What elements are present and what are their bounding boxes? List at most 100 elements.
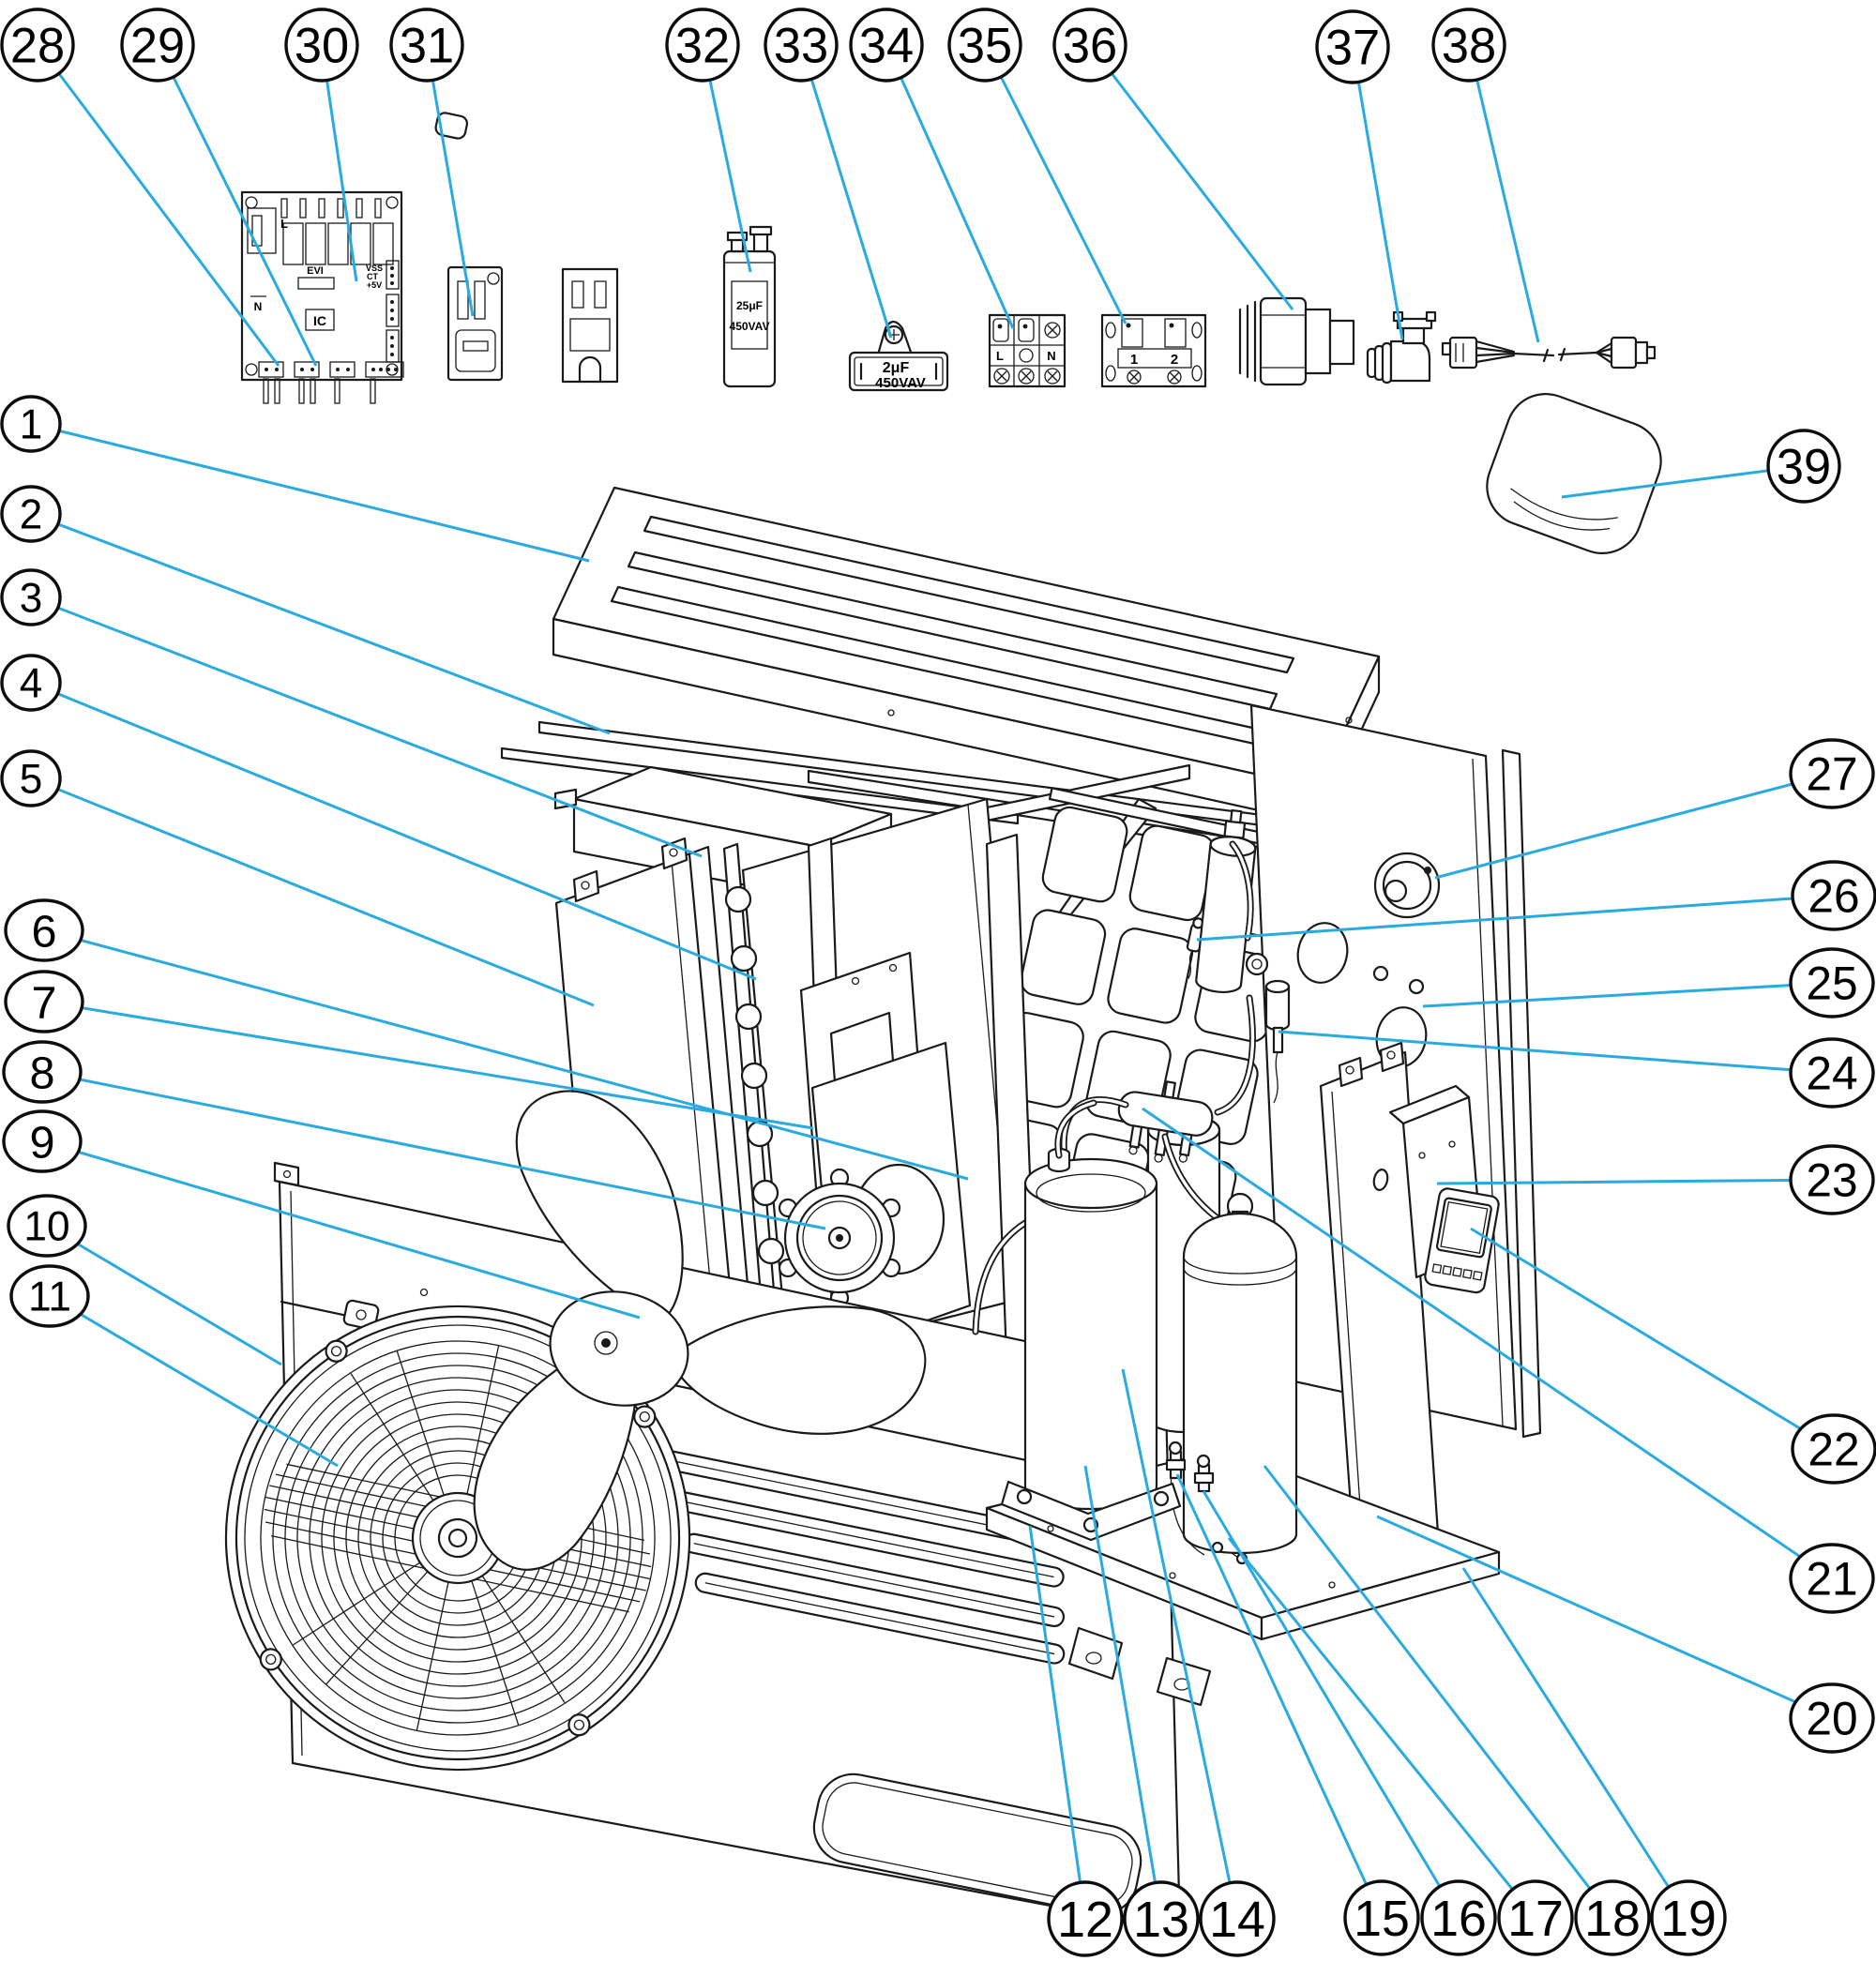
callout-number-29: 29 <box>130 20 185 74</box>
callout-number-16: 16 <box>1430 1891 1487 1947</box>
pcb-label-evi: EVI <box>307 265 324 277</box>
callout-number-3: 3 <box>20 576 43 622</box>
callout-circle-8 <box>2 1040 83 1104</box>
callout-number-32: 32 <box>675 20 730 74</box>
callout-circle-2 <box>0 485 62 543</box>
callout-16: 16 <box>1420 1879 1497 1956</box>
leader-line-27 <box>1434 772 1833 880</box>
callout-number-10: 10 <box>23 1204 69 1250</box>
callout-circle-16 <box>1420 1879 1497 1956</box>
winter-cover <box>1486 393 1662 554</box>
leader-line-15 <box>1175 1473 1384 1919</box>
callout-number-4: 4 <box>20 661 43 707</box>
callout-number-27: 27 <box>1806 748 1857 801</box>
callout-14: 14 <box>1199 1880 1276 1957</box>
callout-number-7: 7 <box>31 977 56 1028</box>
leader-line-32 <box>701 44 752 273</box>
tb34-label-n: N <box>1047 349 1055 363</box>
callout-number-22: 22 <box>1808 1424 1859 1476</box>
callout-25: 25 <box>1789 947 1875 1018</box>
cap32-voltage: 450VAV <box>730 320 770 333</box>
leader-line-17 <box>1227 1537 1537 1919</box>
pcb-label-5v: +5V <box>367 280 382 290</box>
callout-12: 12 <box>1047 1880 1124 1957</box>
leader-line-16 <box>1202 1490 1460 1919</box>
callout-circle-29 <box>120 8 195 83</box>
callout-circle-13 <box>1123 1880 1200 1957</box>
callout-circle-1 <box>0 395 62 453</box>
callout-32: 32 <box>665 8 740 83</box>
handle-recess <box>812 1772 1142 1916</box>
callout-number-30: 30 <box>295 20 349 74</box>
callout-number-34: 34 <box>859 20 914 74</box>
callout-circle-4 <box>0 654 62 712</box>
leader-line-10 <box>46 1224 282 1366</box>
callout-number-5: 5 <box>20 757 43 803</box>
callout-circle-32 <box>665 8 740 83</box>
callout-17: 17 <box>1497 1879 1574 1956</box>
receiver-tank <box>1182 1192 1298 1555</box>
callout-number-17: 17 <box>1507 1891 1564 1947</box>
leader-line-25 <box>1422 981 1833 1008</box>
cap33-voltage: 450VAV <box>875 375 926 391</box>
callout-circle-17 <box>1497 1879 1574 1956</box>
callout-circle-3 <box>0 568 62 626</box>
callout-36: 36 <box>1052 8 1127 83</box>
callout-circle-18 <box>1574 1879 1651 1956</box>
relay-module <box>446 265 504 382</box>
callout-number-24: 24 <box>1806 1048 1857 1100</box>
callout-number-9: 9 <box>29 1117 54 1168</box>
callout-22: 22 <box>1791 1413 1876 1485</box>
cap33-value: 2μF <box>883 360 910 376</box>
callout-circle-7 <box>4 970 84 1033</box>
tb35-label-1: 1 <box>1130 352 1138 368</box>
leader-line-37 <box>1351 46 1404 340</box>
callout-circle-30 <box>284 8 359 83</box>
pcb-label-ct: CT <box>367 272 378 281</box>
callout-3: 3 <box>0 568 62 626</box>
callout-circle-20 <box>1789 1682 1875 1754</box>
callout-number-23: 23 <box>1806 1154 1857 1207</box>
callout-circle-34 <box>849 8 924 83</box>
callout-circle-25 <box>1789 947 1875 1018</box>
callout-number-11: 11 <box>28 1275 71 1320</box>
callout-circle-36 <box>1052 8 1127 83</box>
callout-24: 24 <box>1789 1037 1875 1109</box>
callout-number-8: 8 <box>29 1048 54 1098</box>
callout-5: 5 <box>0 749 62 807</box>
callout-number-28: 28 <box>10 20 65 74</box>
callout-39: 39 <box>1766 429 1841 504</box>
leader-line-35 <box>983 44 1127 324</box>
callout-circle-39 <box>1766 429 1841 504</box>
tb35-label-2: 2 <box>1171 352 1178 368</box>
leader-line-7 <box>43 1000 814 1130</box>
leader-line-29 <box>156 44 318 367</box>
callout-number-20: 20 <box>1806 1693 1857 1745</box>
callout-circle-11 <box>9 1264 90 1328</box>
callout-number-38: 38 <box>1442 20 1496 74</box>
callout-circle-31 <box>389 8 464 83</box>
fan-blade-assembly <box>426 1090 945 1589</box>
pressure-switch <box>1264 979 1291 1104</box>
callout-circle-37 <box>1315 9 1390 84</box>
callout-number-36: 36 <box>1063 20 1117 74</box>
leader-line-24 <box>1278 1030 1833 1075</box>
leader-line-28 <box>36 44 280 367</box>
leader-line-11 <box>49 1294 339 1468</box>
leader-line-21 <box>1142 1107 1833 1580</box>
terminal-block-12: 1 2 <box>1100 313 1207 388</box>
leader-line-13 <box>1083 1465 1163 1920</box>
callout-number-19: 19 <box>1660 1891 1717 1947</box>
callout-33: 33 <box>764 8 839 83</box>
callout-circle-21 <box>1789 1543 1875 1614</box>
callout-23: 23 <box>1789 1144 1875 1215</box>
callout-circle-23 <box>1789 1144 1875 1215</box>
callout-circle-6 <box>4 898 84 962</box>
contactor-module <box>561 267 619 384</box>
callout-30: 30 <box>284 8 359 83</box>
leader-line-31 <box>425 44 475 317</box>
leader-line-38 <box>1467 44 1540 343</box>
